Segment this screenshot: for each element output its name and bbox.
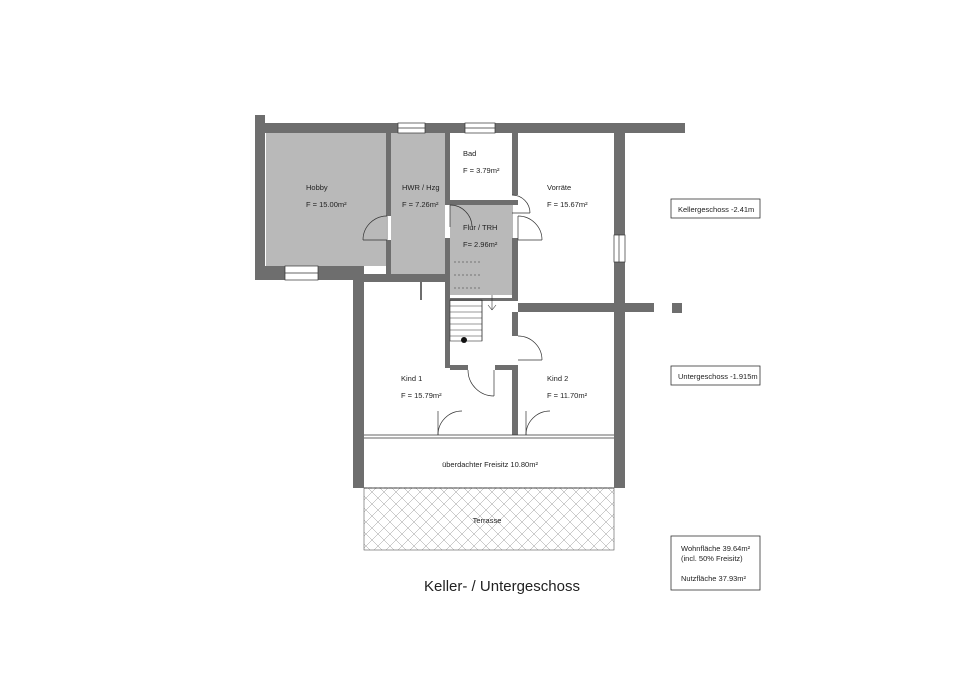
- kind1-name: Kind 1: [401, 374, 422, 383]
- flur-name: Flur / TRH: [463, 223, 497, 232]
- stair-post: [461, 337, 467, 343]
- hwr-area: F = 7.26m²: [402, 200, 439, 209]
- hobby-floor: [266, 133, 386, 266]
- flur-area: F= 2.96m²: [463, 240, 498, 249]
- windows: [284, 122, 626, 281]
- terrasse-area: [363, 487, 615, 551]
- kind2-name: Kind 2: [547, 374, 568, 383]
- freisitz-note: (incl. 50% Freisitz): [681, 554, 743, 563]
- freisitz-threshold: [364, 434, 614, 489]
- kellergeschoss-label: Kellergeschoss -2.41m: [678, 205, 754, 214]
- vorraete-name: Vorräte: [547, 183, 571, 192]
- flur-floor: [450, 205, 513, 295]
- hwr-name: HWR / Hzg: [402, 183, 440, 192]
- vorraete-area: F = 15.67m²: [547, 200, 588, 209]
- doors: [362, 194, 551, 436]
- freisitz-label: überdachter Freisitz 10.80m²: [442, 460, 538, 469]
- nutzflaeche-label: Nutzfläche 37.93m²: [681, 574, 747, 583]
- plan-title: Keller- / Untergeschoss: [424, 578, 580, 595]
- interior-walls: [364, 133, 614, 435]
- kind2-area: F = 11.70m²: [547, 391, 588, 400]
- exterior-walls: [255, 115, 685, 488]
- bad-area: F = 3.79m²: [463, 166, 500, 175]
- hwr-floor: [391, 133, 445, 274]
- stairs: [449, 261, 497, 342]
- hobby-name: Hobby: [306, 183, 328, 192]
- kind1-area: F = 15.79m²: [401, 391, 442, 400]
- untergeschoss-label: Untergeschoss -1.915m: [678, 372, 758, 381]
- bad-name: Bad: [463, 149, 476, 158]
- untergeschoss-box: [670, 365, 761, 386]
- terrasse-label: Terrasse: [473, 516, 502, 525]
- hobby-area: F = 15.00m²: [306, 200, 347, 209]
- area-summary-box: [670, 535, 761, 591]
- wohnflaeche-label: Wohnfläche 39.64m²: [681, 544, 751, 553]
- kellergeschoss-box: [670, 198, 761, 219]
